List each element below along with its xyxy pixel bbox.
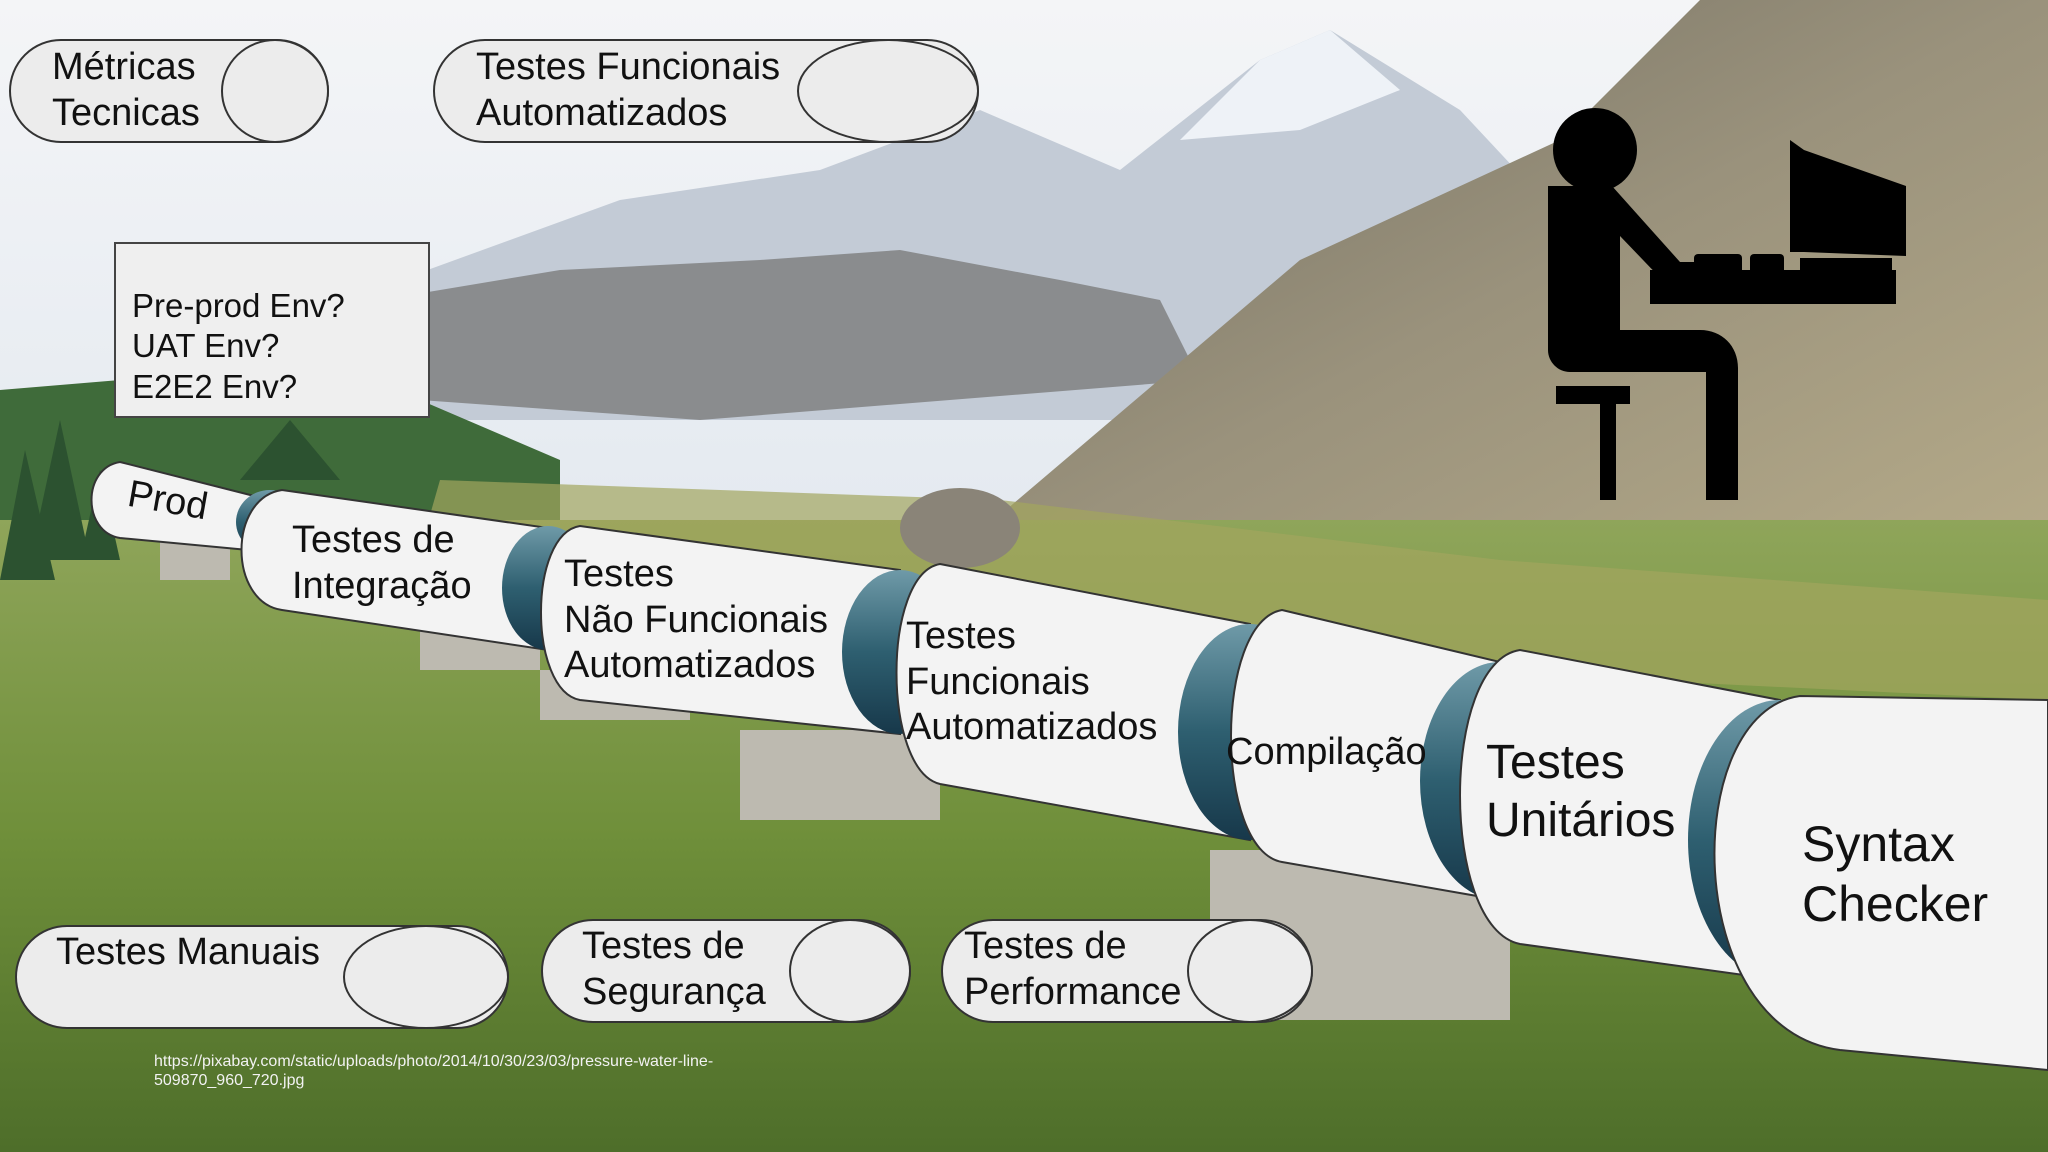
segment-integracao-label: Testes de Integração <box>292 519 472 607</box>
segment-unitarios-label: Testes Unitários <box>1486 736 1676 847</box>
pill-performance <box>941 919 1313 1023</box>
pill-manuais-label: Testes Manuais <box>56 931 321 973</box>
environments-label: Pre-prod Env? UAT Env? E2E2 Env? <box>132 287 345 405</box>
snow-peak <box>1180 30 1400 140</box>
pill-metricas-label: Métricas Tecnicas <box>52 46 200 134</box>
segment-nao-funcionais-label: Testes Não Funcionais Automatizados <box>564 553 829 687</box>
person-at-computer-icon <box>1548 108 1906 500</box>
meadow-far <box>400 480 2048 700</box>
pill-manuais <box>15 925 509 1029</box>
pill-performance-label: Testes de Performance <box>964 925 1182 1013</box>
pill-metricas <box>9 39 329 143</box>
boulder <box>900 488 1020 568</box>
pill-funcionais-top <box>433 39 979 143</box>
segment-compilacao-label: Compilação <box>1226 731 1427 773</box>
pill-seguranca-label: Testes de Segurança <box>582 925 766 1013</box>
segment-syntax-label: Syntax Checker <box>1802 816 1989 932</box>
image-credit[interactable]: https://pixabay.com/static/uploads/photo… <box>154 1053 714 1090</box>
pill-funcionais-top-label: Testes Funcionais Automatizados <box>476 46 781 134</box>
mid-mountains <box>380 250 1200 420</box>
segment-syntax <box>1713 694 2048 1072</box>
environments-box <box>114 242 430 418</box>
right-slope <box>900 0 2048 620</box>
segment-funcionais-label: Testes Funcionais Automatizados <box>906 615 1158 749</box>
pill-seguranca <box>541 919 911 1023</box>
